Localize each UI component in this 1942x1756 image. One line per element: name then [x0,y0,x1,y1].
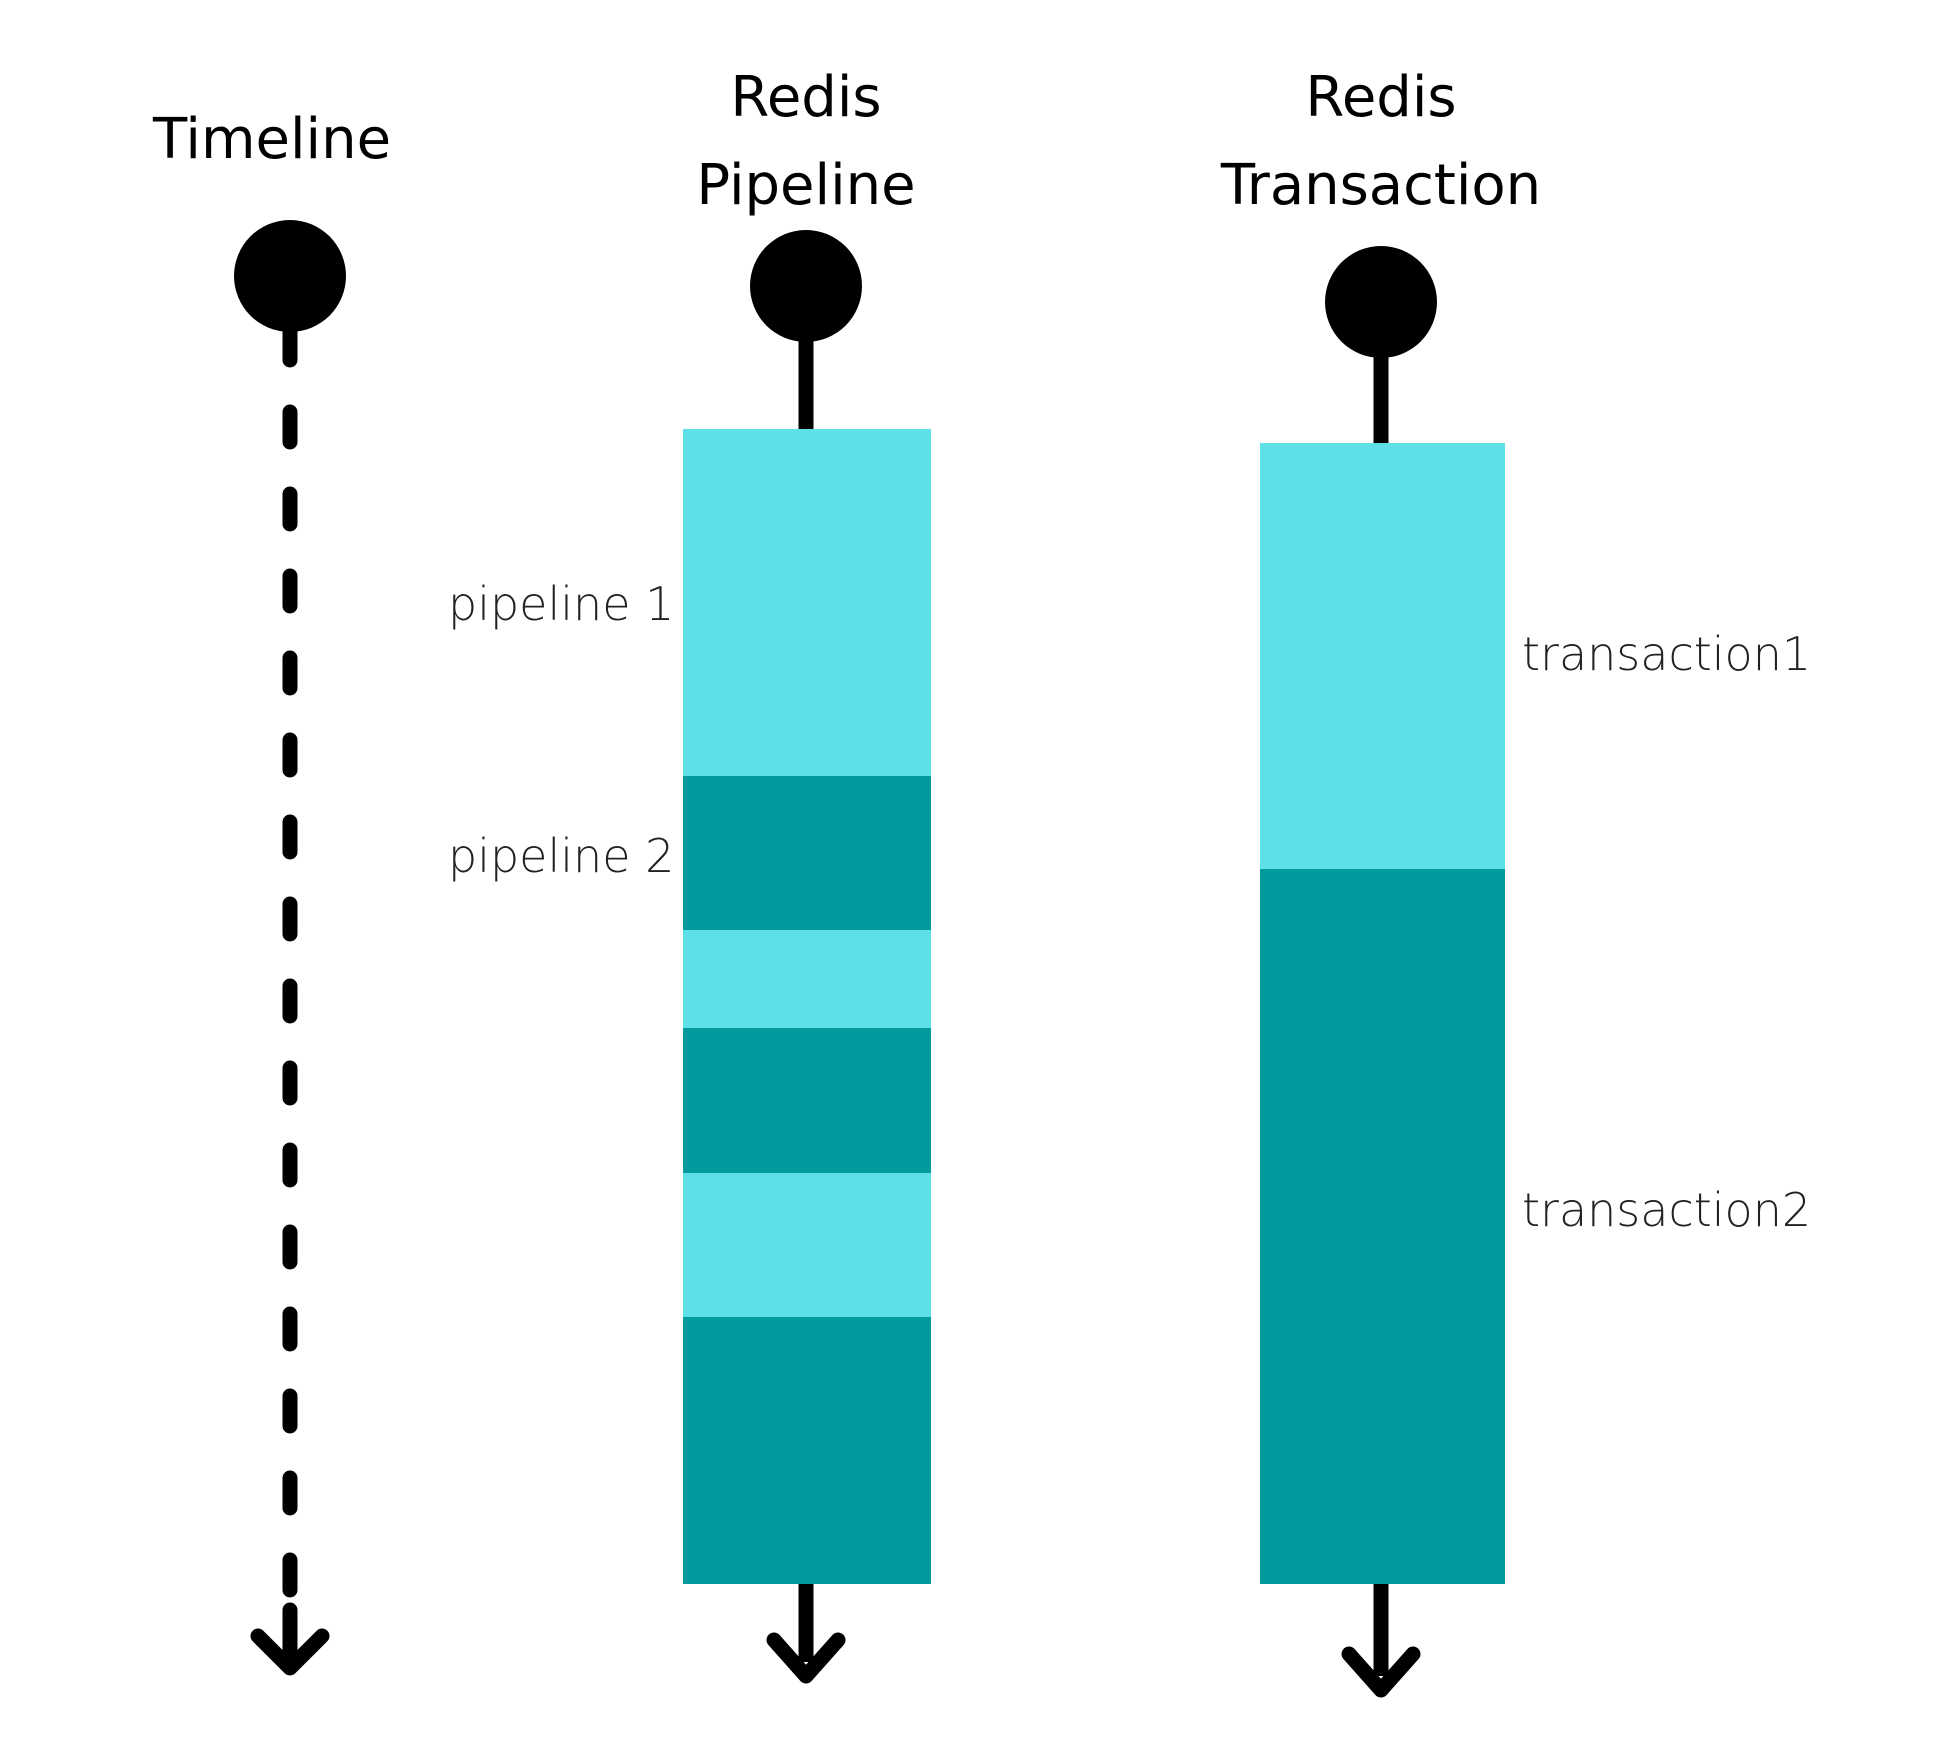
pipeline-label-1: pipeline 1 [448,577,674,631]
pipeline-segment-3 [683,930,931,1028]
timeline-title: Timeline [152,107,391,172]
pipeline-segment-1 [683,429,931,776]
transaction-title-line-2: Transaction [1220,153,1541,218]
pipeline-label-2: pipeline 2 [448,829,674,883]
timeline-start-dot [234,220,346,332]
transaction-segment-1 [1260,443,1505,869]
transaction-label-2: transaction2 [1522,1183,1811,1237]
transaction-start-dot [1325,246,1437,358]
transaction-arrow-head [1341,1646,1421,1698]
transaction-segment-2 [1260,869,1505,1584]
pipeline-title-line-2: Pipeline [696,153,915,218]
pipeline-title-line-1: Redis [730,65,881,130]
pipeline-segment-5 [683,1173,931,1317]
pipeline-start-dot [750,230,862,342]
pipeline-segment-4 [683,1028,931,1173]
timeline-arrow-head [250,1628,330,1676]
pipeline-segment-2 [683,776,931,930]
pipeline-segment-6 [683,1317,931,1584]
pipeline-arrow-head [766,1632,846,1684]
transaction-title-line-1: Redis [1305,65,1456,130]
transaction-label-1: transaction1 [1522,627,1811,681]
